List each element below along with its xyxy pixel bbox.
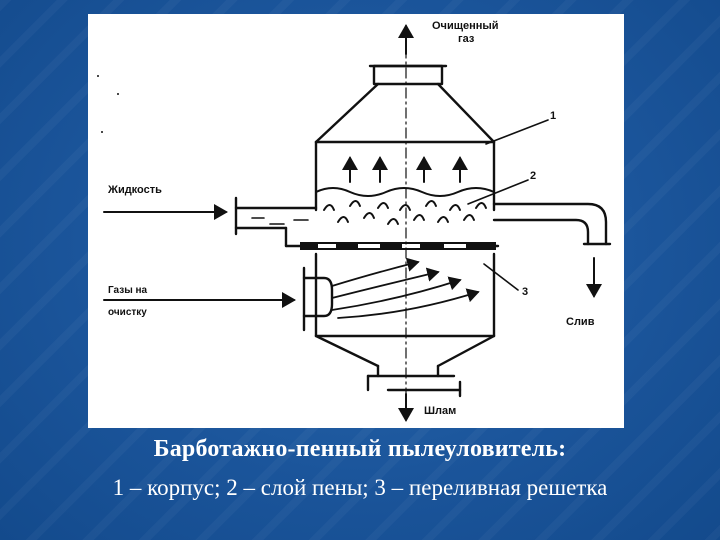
top-outlet-flange: [368, 64, 448, 86]
label-clean-gas: Очищенный: [432, 20, 499, 32]
leader-line-2: [467, 179, 529, 205]
drain-outlet-pipe: [492, 202, 612, 246]
label-gases-in: Газы на: [108, 285, 148, 296]
gas-flow-up-arrows: [342, 156, 468, 183]
label-gases-in-2: очистку: [108, 307, 147, 318]
liquid-inlet-pipe: [234, 196, 500, 248]
label-drain: Слив: [566, 316, 595, 328]
label-sludge: Шлам: [424, 405, 457, 417]
stray-dot: [101, 131, 103, 133]
label-number-3: 3: [522, 286, 529, 298]
label-number-1: 1: [550, 110, 557, 122]
label-clean-gas-2: газ: [458, 33, 475, 45]
leader-line-3: [483, 263, 519, 291]
caption-title: Барботажно-пенный пылеуловитель:: [153, 436, 567, 462]
label-number-2: 2: [530, 170, 537, 182]
gas-swirl-arrows: [331, 257, 480, 319]
scrubber-diagram: [97, 24, 612, 422]
diagram-panel: Очищенный газ 1 2 3 Жидкость Газы на очи…: [88, 14, 624, 428]
body-shell: [314, 140, 496, 338]
gas-inlet-nozzle: [302, 266, 334, 332]
top-cone: [314, 82, 496, 144]
foam-layer: [315, 187, 495, 225]
overflow-grate: [300, 242, 496, 250]
caption-legend: 1 – корпус; 2 – слой пены; 3 – переливна…: [112, 475, 608, 500]
stray-dot: [97, 75, 99, 77]
leader-line-1: [485, 119, 549, 145]
bottom-cone: [314, 334, 496, 398]
label-liquid: Жидкость: [108, 184, 162, 196]
stray-dot: [117, 93, 119, 95]
